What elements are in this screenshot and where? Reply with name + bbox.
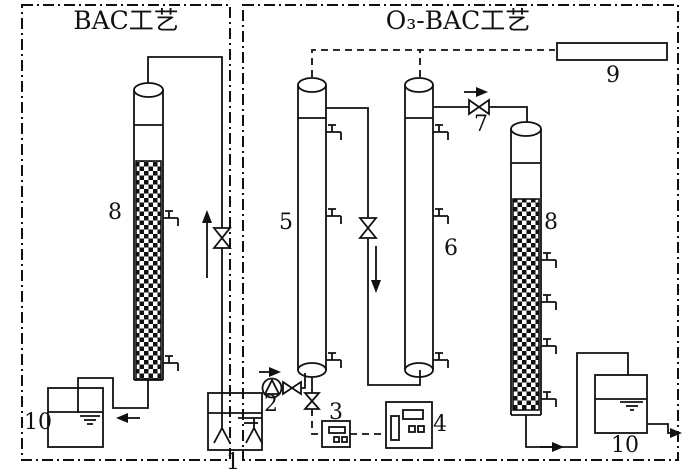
- diffuser-icon: [213, 393, 231, 444]
- effluent-tank-left-label: 10: [24, 410, 52, 435]
- ozone-contact-column-2: [404, 77, 434, 378]
- right-arrow-head-icon: [670, 428, 682, 438]
- effluent-tank-left: [47, 387, 104, 448]
- effluent-tank-right-label: 10: [611, 433, 639, 458]
- bac-column-right-label: 8: [544, 210, 558, 235]
- bac-right-outlet-pipe: [525, 352, 629, 448]
- sampling-tap-icon: [432, 208, 449, 225]
- o3-bac-section: [207, 42, 682, 452]
- right-arrow-head-icon: [269, 367, 281, 377]
- sampling-tap-icon: [540, 391, 557, 408]
- carbon-bed: [135, 160, 162, 380]
- o3-bac-process-title: O₃-BAC工艺: [386, 6, 531, 35]
- down-arrow-head-icon: [371, 280, 381, 293]
- carbon-bed: [512, 198, 540, 411]
- offgas-destructor-label: 9: [606, 63, 620, 88]
- o3-bac-process-boundary: [242, 4, 679, 461]
- effluent-tank-right: [594, 374, 648, 434]
- right-arrow-head-icon: [552, 442, 564, 452]
- right-arrow-head-icon: [476, 87, 488, 97]
- gas-flowmeter: [321, 420, 351, 448]
- valve-7-icon: [468, 98, 490, 116]
- bac-outlet-pipe: [77, 377, 149, 413]
- bac-column-right: [510, 121, 542, 416]
- ozone-contact-column-2-label: 6: [444, 236, 458, 261]
- sampling-tap-icon: [325, 208, 342, 225]
- ozone-gas-line: [311, 409, 386, 435]
- offgas-destructor: [556, 42, 668, 61]
- bac-section: [47, 56, 232, 448]
- final-effluent-pipe: [647, 423, 672, 434]
- sampling-tap-icon: [540, 252, 557, 269]
- bac-process-title: BAC工艺: [73, 6, 179, 35]
- sampling-tap-icon: [325, 124, 342, 141]
- valve-icon: [282, 380, 302, 396]
- ozone-contact-column-1: [297, 77, 327, 378]
- sampling-tap-icon: [325, 352, 342, 369]
- offgas-line: [311, 49, 555, 77]
- ozone-contact-column-1-label: 5: [279, 210, 293, 235]
- sampling-tap-icon: [432, 352, 449, 369]
- sampling-tap-icon: [540, 294, 557, 311]
- up-arrow-head-icon: [202, 210, 212, 223]
- pipe: [301, 373, 306, 389]
- gas-flowmeter-label: 3: [329, 400, 343, 425]
- ozone-generator: [385, 401, 433, 449]
- raw-water-tank: [207, 392, 263, 451]
- raw-water-tank-label: 1: [226, 450, 240, 475]
- sampling-tap-icon: [432, 124, 449, 141]
- sampling-tap-icon: [540, 338, 557, 355]
- transfer-pipe: [326, 107, 421, 386]
- bac-feed-pipe: [147, 56, 223, 228]
- ozone-generator-label: 4: [433, 412, 447, 437]
- bac-process-boundary: [21, 4, 231, 461]
- valve-icon: [212, 227, 232, 249]
- bac-column-left-label: 8: [108, 200, 122, 225]
- left-arrow-head-icon: [116, 413, 128, 423]
- sampling-tap-icon: [162, 355, 179, 372]
- inlet-valve-label: 7: [474, 112, 488, 137]
- diffuser-icon: [245, 418, 263, 444]
- valve-icon: [358, 217, 378, 239]
- bac-column-left: [133, 82, 164, 381]
- feed-pump-label: 2: [264, 392, 278, 417]
- sampling-tap-icon: [162, 210, 179, 227]
- pump-impeller-icon: [263, 377, 281, 395]
- gas-valve-icon: [303, 392, 321, 410]
- pipe: [489, 106, 528, 122]
